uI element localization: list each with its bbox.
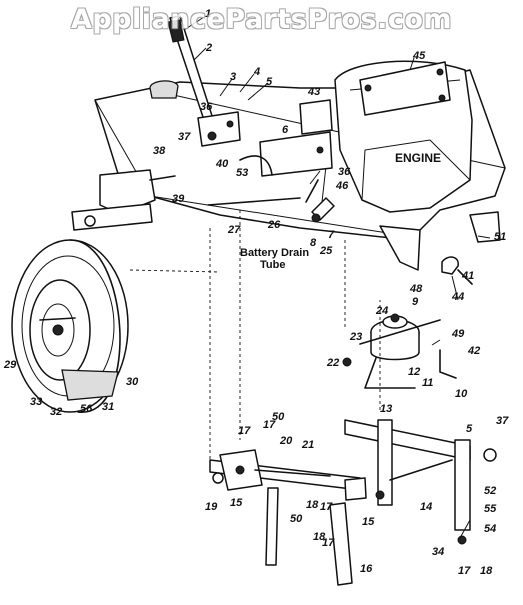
callout-29: 29: [3, 359, 17, 371]
callout-37a: 37: [178, 131, 191, 143]
right-bracket: [379, 211, 501, 285]
callout-50b: 50: [290, 513, 303, 525]
callout-24: 24: [375, 305, 388, 317]
callout-30: 30: [126, 376, 139, 388]
callout-17e: 17: [322, 537, 335, 549]
callout-55: 55: [484, 503, 497, 515]
callout-9: 9: [412, 296, 419, 308]
callout-17d: 17: [458, 565, 471, 577]
callout-17a: 17: [263, 419, 276, 431]
lower-linkage: [209, 419, 497, 586]
callout-56: 56: [80, 403, 93, 415]
callout-46: 46: [335, 180, 349, 192]
callout-54: 54: [484, 523, 496, 535]
callout-20: 20: [279, 435, 293, 447]
callout-19: 19: [205, 501, 218, 513]
callout-32: 32: [50, 406, 62, 418]
callout-12: 12: [408, 366, 420, 378]
callout-42: 42: [467, 345, 480, 357]
callout-40: 40: [215, 158, 229, 170]
callout-26: 26: [267, 219, 281, 231]
callout-15a: 15: [230, 497, 243, 509]
callout-39: 39: [172, 193, 185, 205]
battery-drain-label-tube: Tube: [260, 259, 285, 271]
callout-44: 44: [451, 291, 464, 303]
callout-50a: 50: [272, 411, 285, 423]
engine-label: ENGINE: [395, 151, 441, 165]
callout-41: 41: [461, 270, 474, 282]
battery-drain-label: Battery Drain: [240, 247, 309, 259]
callout-7: 7: [328, 229, 335, 241]
callout-6: 6: [282, 124, 289, 136]
callout-52: 52: [484, 485, 496, 497]
guide-lines: [129, 210, 381, 460]
mounting-plate: [239, 99, 333, 177]
callout-53: 53: [236, 167, 248, 179]
callout-45: 45: [412, 50, 426, 62]
callout-36b: 36: [338, 166, 351, 178]
callout-22: 22: [326, 357, 339, 369]
callout-3: 3: [230, 71, 236, 83]
callout-13: 13: [380, 403, 392, 415]
drain-tube-parts: [305, 179, 335, 223]
callout-17c: 17: [320, 501, 333, 513]
callout-21: 21: [301, 439, 314, 451]
front-axle-bracket: [71, 169, 301, 231]
callout-14: 14: [420, 501, 432, 513]
callout-18a: 18: [306, 499, 319, 511]
callout-16: 16: [360, 563, 373, 575]
callout-48: 48: [409, 283, 423, 295]
callout-5b: 5: [466, 423, 473, 435]
callout-25: 25: [319, 245, 333, 257]
callout-1: 1: [205, 8, 211, 20]
leader-lines: [183, 16, 491, 539]
callout-23: 23: [349, 331, 362, 343]
callout-5: 5: [266, 76, 273, 88]
callout-43: 43: [307, 86, 320, 98]
callout-18c: 18: [313, 531, 326, 543]
callout-numbers: 1 2 3 4 5 36 37 38 40 53 6 43 45 36 46 7…: [3, 8, 509, 577]
callout-4: 4: [253, 66, 260, 78]
callout-18b: 18: [480, 565, 493, 577]
callout-49: 49: [451, 328, 465, 340]
callout-38: 38: [153, 145, 166, 157]
callout-2: 2: [205, 42, 212, 54]
rear-wheel: [11, 239, 129, 413]
callout-51: 51: [494, 231, 506, 243]
callout-10: 10: [455, 388, 468, 400]
callout-17b: 17: [238, 425, 251, 437]
lift-lever: [167, 15, 241, 147]
callout-8: 8: [310, 237, 317, 249]
engine-block: [334, 60, 473, 213]
callout-34: 34: [432, 546, 444, 558]
callout-37b: 37: [496, 415, 509, 427]
callout-31: 31: [102, 401, 114, 413]
callout-36a: 36: [200, 101, 213, 113]
callout-11: 11: [422, 377, 433, 389]
idler-pulley: [342, 313, 457, 389]
callout-33: 33: [30, 396, 42, 408]
callout-27: 27: [227, 224, 241, 236]
callout-15b: 15: [362, 516, 375, 528]
